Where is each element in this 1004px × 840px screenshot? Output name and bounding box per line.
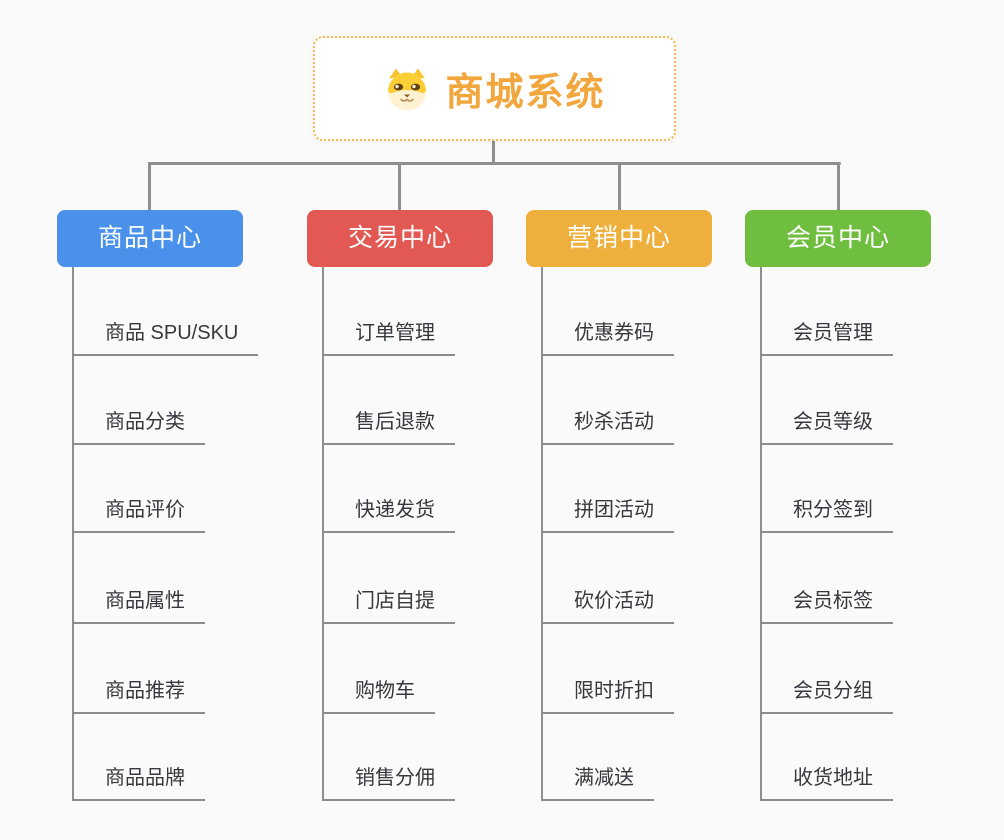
branch-product-center[interactable]: 商品中心 [57,210,243,267]
connector-drop [398,162,401,210]
leaf-node[interactable]: 限时折扣 [541,677,674,714]
leaf-node[interactable]: 售后退款 [322,408,455,445]
leaf-node[interactable]: 砍价活动 [541,587,674,624]
root-node[interactable]: 商城系统 [313,36,676,141]
connector-trunk [760,267,762,801]
connector-trunk [541,267,543,801]
leaf-node[interactable]: 会员分组 [760,677,893,714]
leaf-node[interactable]: 商品评价 [72,496,205,533]
connector-root-stem [492,141,495,163]
branch-member-center[interactable]: 会员中心 [745,210,931,267]
connector-trunk [72,267,74,801]
leaf-node[interactable]: 优惠券码 [541,319,674,356]
leaf-node[interactable]: 订单管理 [322,319,455,356]
leaf-node[interactable]: 快递发货 [322,496,455,533]
leaf-node[interactable]: 会员管理 [760,319,893,356]
leaf-node[interactable]: 会员标签 [760,587,893,624]
leaf-node[interactable]: 积分签到 [760,496,893,533]
leaf-node[interactable]: 秒杀活动 [541,408,674,445]
connector-drop [837,162,840,210]
leaf-node[interactable]: 满减送 [541,764,654,801]
leaf-node[interactable]: 会员等级 [760,408,893,445]
dog-face-icon [383,66,431,111]
leaf-node[interactable]: 门店自提 [322,587,455,624]
connector-drop [148,162,151,210]
leaf-node[interactable]: 销售分佣 [322,764,455,801]
connector-trunk [322,267,324,801]
leaf-node[interactable]: 收货地址 [760,764,893,801]
leaf-node[interactable]: 商品属性 [72,587,205,624]
connector-bus [148,162,841,165]
leaf-node[interactable]: 商品推荐 [72,677,205,714]
leaf-node[interactable]: 商品 SPU/SKU [72,319,259,356]
branch-trade-center[interactable]: 交易中心 [307,210,493,267]
leaf-node[interactable]: 商品品牌 [72,764,205,801]
root-title: 商城系统 [445,72,606,114]
leaf-node[interactable]: 拼团活动 [541,496,674,533]
connector-drop [618,162,621,210]
leaf-node[interactable]: 商品分类 [72,408,205,445]
leaf-node[interactable]: 购物车 [322,677,435,714]
branch-marketing-center[interactable]: 营销中心 [526,210,712,267]
